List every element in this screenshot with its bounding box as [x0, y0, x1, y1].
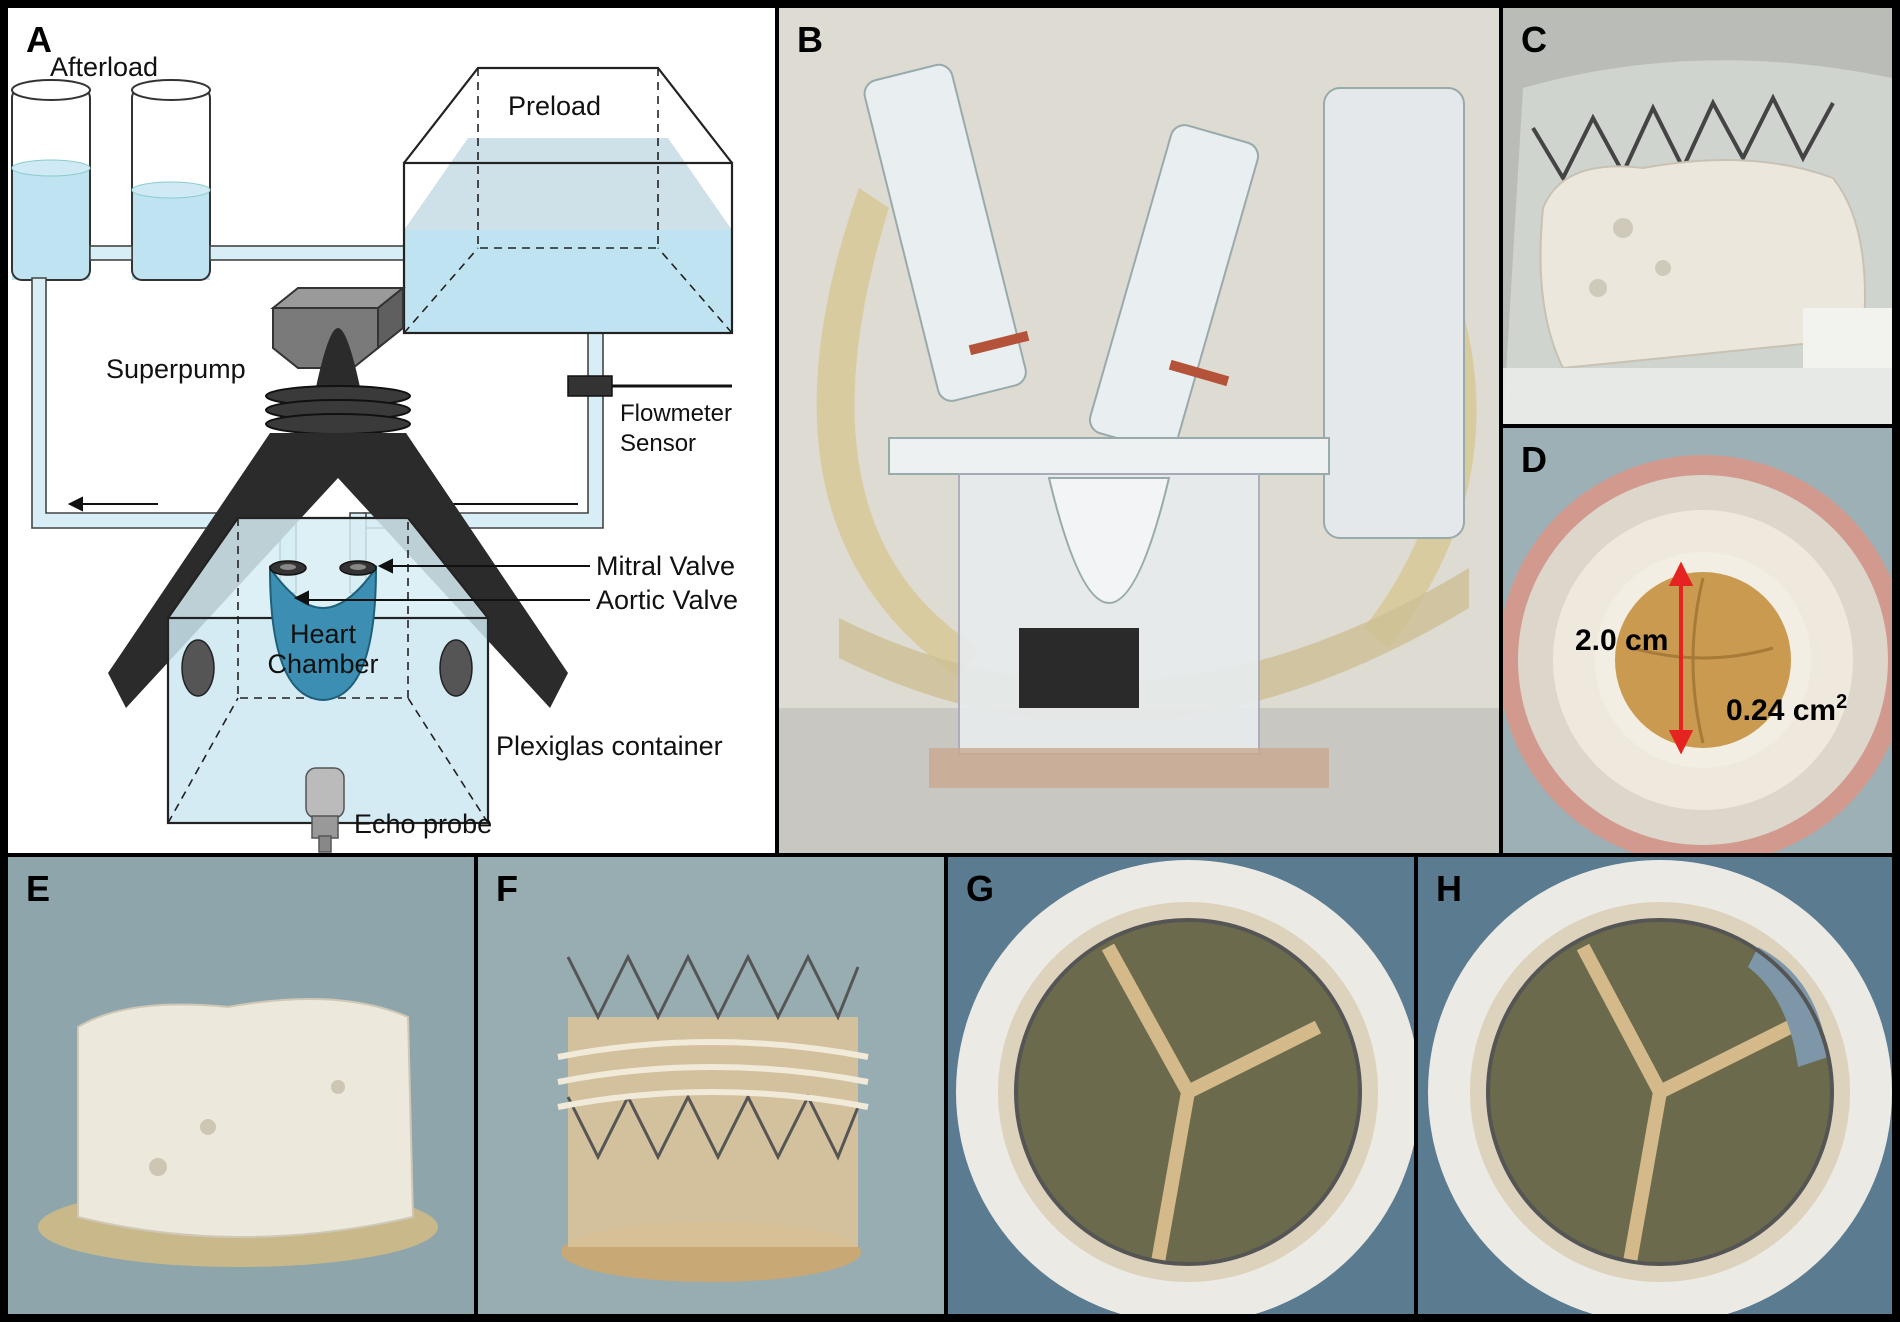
- label-plexiglas: Plexiglas container: [496, 731, 723, 761]
- label-echo-probe: Echo probe: [354, 809, 492, 839]
- panel-e-photo: E: [8, 857, 474, 1314]
- panel-e-illustration: [8, 857, 474, 1314]
- panel-c-letter: C: [1521, 19, 1547, 60]
- panel-d-photo: 2.0 cm 0.24 cm2 D: [1503, 428, 1892, 853]
- label-mitral-valve: Mitral Valve: [596, 551, 735, 581]
- panel-h-photo: H: [1418, 857, 1892, 1314]
- label-preload: Preload: [508, 91, 601, 121]
- measure-area-value: 0.24 cm: [1726, 694, 1836, 727]
- valve-arrows: [293, 558, 590, 606]
- label-flowmeter-line2: Sensor: [620, 430, 696, 457]
- panel-c-photo: C: [1503, 8, 1892, 424]
- panel-f-illustration: [478, 857, 944, 1314]
- label-aortic-valve: Aortic Valve: [596, 585, 738, 615]
- plexiglas-container: [166, 516, 490, 825]
- panel-b-illustration: [779, 8, 1499, 853]
- label-flowmeter-line1: Flowmeter: [620, 400, 732, 427]
- panel-h-illustration: [1418, 857, 1892, 1314]
- panel-f-letter: F: [496, 868, 518, 909]
- panel-f-photo: F: [478, 857, 944, 1314]
- panel-e-letter: E: [26, 868, 51, 909]
- echo-probe: [305, 767, 345, 853]
- flow-arrows: [67, 496, 578, 512]
- panel-g-photo: G: [948, 857, 1414, 1314]
- measure-diameter: 2.0 cm: [1575, 624, 1668, 657]
- measure-area-exponent: 2: [1836, 691, 1847, 713]
- panel-d-letter: D: [1521, 439, 1547, 480]
- panel-b-letter: B: [797, 19, 823, 60]
- diameter-arrow: [1668, 561, 1694, 755]
- measure-area: 0.24 cm2: [1726, 691, 1847, 727]
- panel-h-letter: H: [1436, 868, 1462, 909]
- panel-a-letter: A: [26, 19, 52, 60]
- panel-b-photo: B: [779, 8, 1499, 853]
- panel-g-letter: G: [966, 868, 995, 909]
- label-superpump: Superpump: [106, 354, 246, 384]
- preload-tank: [402, 66, 734, 335]
- panel-c-illustration: [1503, 8, 1892, 424]
- label-heart-line1: Heart: [290, 619, 357, 649]
- panel-a-schematic: Afterload Preload Superpump Flowmeter Se…: [8, 8, 775, 853]
- schematic-svg: Afterload Preload Superpump Flowmeter Se…: [11, 52, 738, 853]
- panel-d-illustration: 2.0 cm 0.24 cm2: [1503, 428, 1892, 853]
- label-heart-line2: Chamber: [267, 649, 378, 679]
- afterload-tanks: [11, 79, 211, 281]
- panel-g-illustration: [948, 857, 1414, 1314]
- label-afterload: Afterload: [50, 52, 158, 82]
- flowmeter-sensor: [567, 375, 732, 397]
